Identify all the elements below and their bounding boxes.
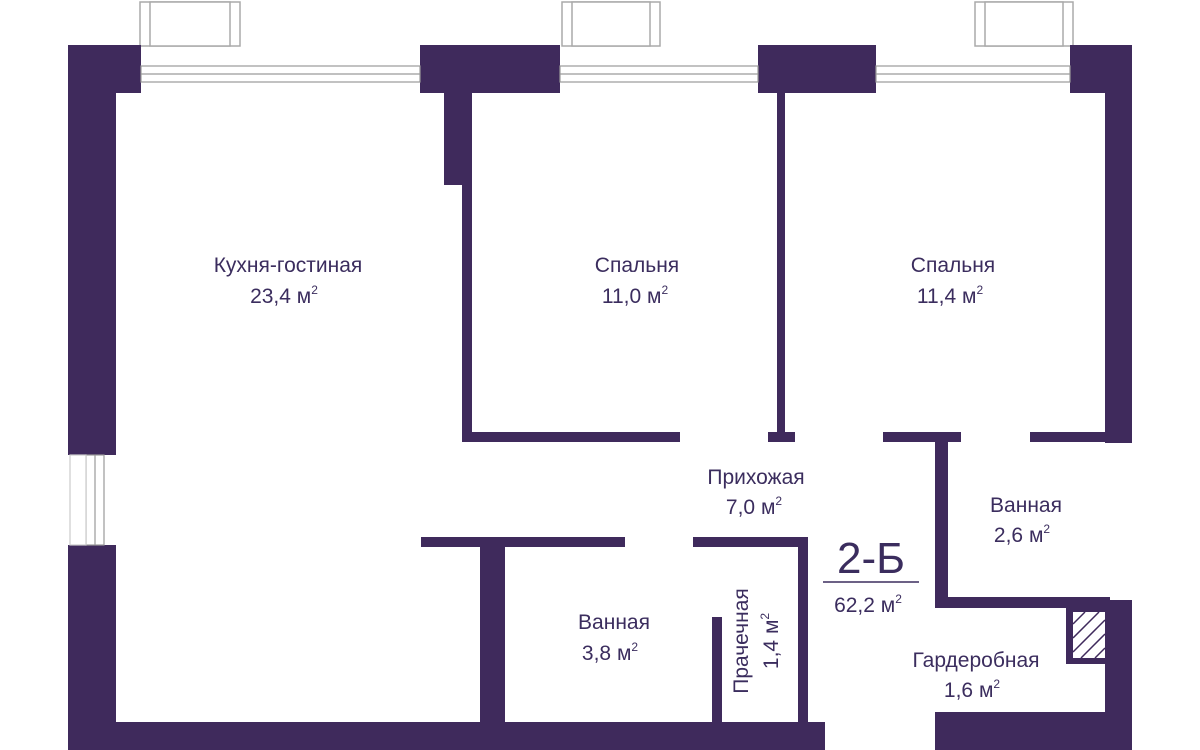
room-area-bathroom-1: 2,6 м2 <box>994 522 1050 547</box>
room-area-kitchen-living: 23,4 м2 <box>250 283 318 308</box>
window-bumps <box>139 1 1074 47</box>
room-area-laundry: 1,4 м2 <box>758 613 783 669</box>
room-name-wardrobe: Гардеробная <box>912 649 1039 672</box>
room-name-bedroom-1: Спальня <box>595 254 679 277</box>
apartment-badge: 2-Б 62,2 м2 <box>823 534 919 617</box>
room-area-wardrobe: 1,6 м2 <box>944 677 1000 702</box>
room-name-kitchen-living: Кухня-гостиная <box>214 254 363 277</box>
room-name-laundry: Прачечная <box>730 588 753 694</box>
room-name-hallway: Прихожая <box>707 466 804 489</box>
room-name-bathroom-1: Ванная <box>990 494 1062 517</box>
walls <box>68 45 1132 750</box>
windows <box>69 65 1071 546</box>
apartment-code: 2-Б <box>837 534 905 583</box>
room-area-bedroom-2: 11,4 м2 <box>917 283 984 308</box>
apartment-area: 62,2 м2 <box>834 592 902 617</box>
room-name-bedroom-2: Спальня <box>911 254 995 277</box>
ventilation-shaft <box>1072 611 1106 659</box>
room-name-bathroom-2: Ванная <box>578 611 650 634</box>
room-area-bedroom-1: 11,0 м2 <box>602 283 669 308</box>
room-area-bathroom-2: 3,8 м2 <box>582 640 638 665</box>
room-area-hallway: 7,0 м2 <box>726 494 782 519</box>
room-labels: Кухня-гостиная 23,4 м2 Спальня 11,0 м2 С… <box>214 254 1062 702</box>
